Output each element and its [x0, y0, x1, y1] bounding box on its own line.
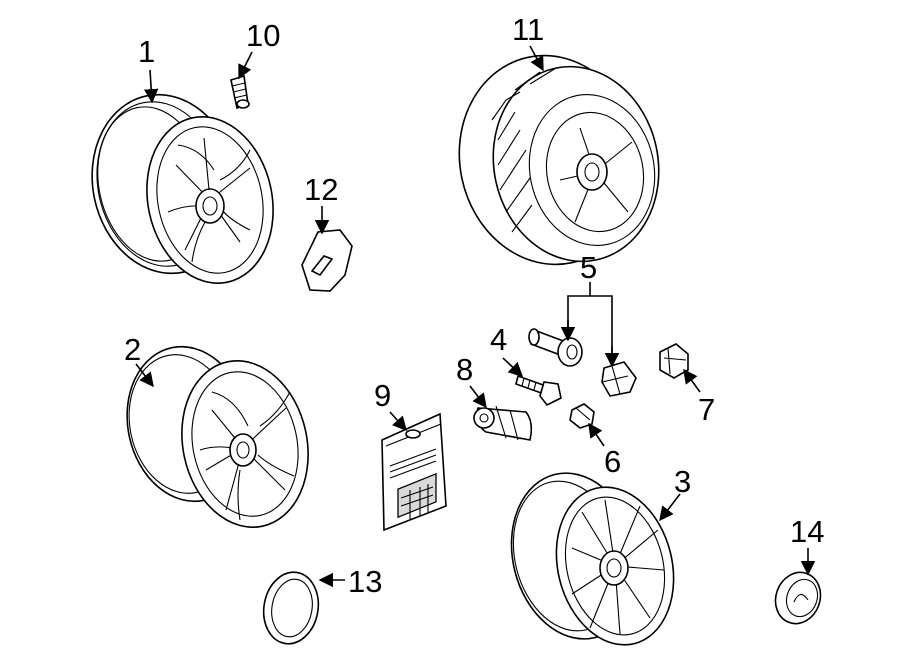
lug-nut-part-7: [659, 343, 689, 379]
callout-10: 10: [246, 18, 280, 53]
callout-2: 2: [124, 332, 141, 367]
callout-labels: 1 10 12 11 2 13 9 8 4 5 6 7 3 14: [124, 12, 824, 599]
bolt-part-5b: [601, 361, 637, 397]
callout-14: 14: [790, 514, 824, 549]
wheel-part-2: [126, 345, 309, 528]
valve-stem-part-10: [230, 74, 250, 110]
nut-part-6: [569, 403, 595, 429]
bolt-part-5a: [528, 328, 583, 367]
wheel-part-3: [510, 472, 675, 646]
callout-4: 4: [490, 322, 507, 357]
callout-11: 11: [512, 12, 544, 47]
bolt-part-4: [515, 374, 562, 407]
hub-cap-part-14: [774, 571, 822, 625]
callout-5: 5: [580, 250, 597, 285]
callout-1: 1: [138, 34, 155, 69]
tpms-kit-part-9: [381, 412, 447, 532]
callout-3: 3: [674, 464, 691, 499]
callout-9: 9: [374, 378, 391, 413]
tire-assembly-part-11: [458, 54, 660, 266]
wheel-part-1: [91, 93, 274, 284]
sensor-clamp-part-8: [473, 405, 533, 441]
center-cap-part-12: [301, 229, 353, 292]
leader-lines: [135, 45, 816, 588]
callout-7: 7: [698, 392, 715, 427]
callout-6: 6: [604, 444, 621, 479]
callout-8: 8: [456, 352, 473, 387]
ring-part-13: [262, 571, 320, 645]
callout-12: 12: [304, 172, 338, 207]
callout-13: 13: [348, 564, 382, 599]
